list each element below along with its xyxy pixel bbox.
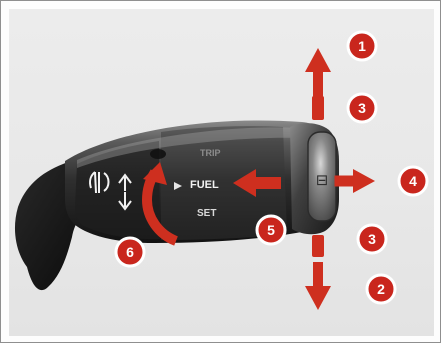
callout-6: 6 [116, 238, 144, 266]
arrow-down-icon [305, 235, 331, 310]
callout-1-label: 1 [358, 38, 366, 54]
arrow-up-icon [305, 48, 331, 101]
callout-2: 2 [367, 275, 395, 303]
callout-4-label: 4 [409, 173, 417, 189]
end-button-symbol: ⊟ [316, 171, 329, 189]
lever-photo: ⊟ TRIP FUEL SET [9, 9, 434, 336]
path-up-dashes [312, 96, 324, 120]
callout-3-lower: 3 [358, 225, 386, 253]
label-fuel: FUEL [190, 179, 219, 191]
callout-2-label: 2 [377, 281, 385, 297]
label-trip: TRIP [200, 148, 221, 158]
lever-socket [150, 149, 166, 159]
callout-5-label: 5 [267, 222, 275, 238]
lever-illustration: ⊟ TRIP FUEL SET [9, 9, 434, 336]
callout-3-lower-label: 3 [368, 231, 376, 247]
callout-6-label: 6 [126, 244, 134, 260]
callout-3-upper: 3 [348, 94, 376, 122]
label-set: SET [197, 208, 216, 219]
callout-5: 5 [257, 216, 285, 244]
callout-4: 4 [399, 167, 427, 195]
callout-1: 1 [348, 32, 376, 60]
callout-3-upper-label: 3 [358, 100, 366, 116]
arrow-right-icon [340, 169, 375, 193]
